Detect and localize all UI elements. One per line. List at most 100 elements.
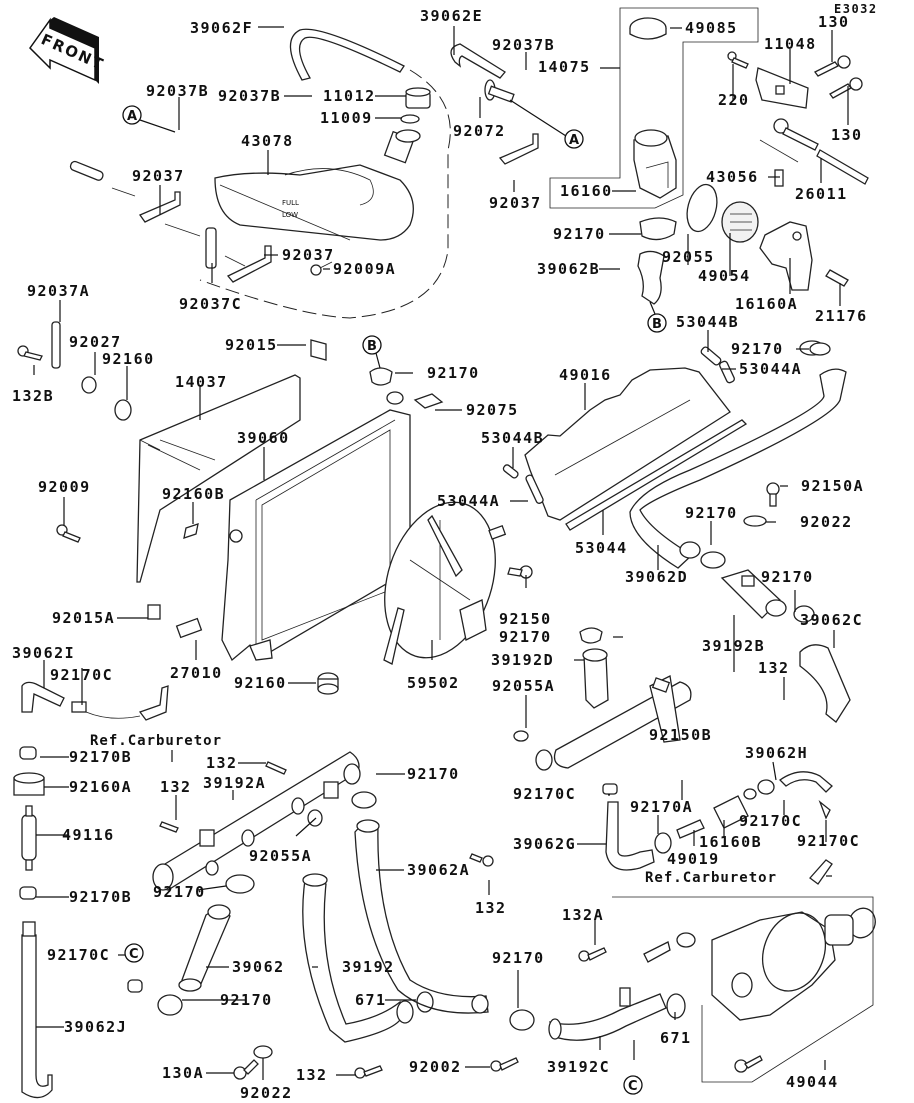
leader-lines	[33, 26, 849, 1080]
callout-16160B: 16160B	[699, 833, 762, 851]
connector-B-top: B	[362, 335, 382, 369]
callout-39062I: 39062I	[12, 644, 75, 662]
callout-49044: 49044	[786, 1073, 839, 1091]
callout-92037-b: 92037	[282, 246, 335, 264]
callout-92150A: 92150A	[801, 477, 864, 495]
callout-92170-c: 92170	[731, 340, 784, 358]
callout-92170-e: 92170	[761, 568, 814, 586]
callout-53044: 53044	[575, 539, 628, 557]
callout-26011: 26011	[795, 185, 848, 203]
callout-14075: 14075	[538, 58, 591, 76]
callout-27010: 27010	[170, 664, 223, 682]
callout-92009A: 92009A	[333, 260, 396, 278]
callout-92170A: 92170A	[630, 798, 693, 816]
callout-92150B: 92150B	[649, 726, 712, 744]
callout-92150: 92150	[499, 610, 552, 628]
callout-92037-c: 92037	[489, 194, 542, 212]
callout-39062A: 39062A	[407, 861, 470, 879]
callout-132-d: 132	[475, 899, 507, 917]
connector-C-bottom: C	[623, 1075, 643, 1095]
callout-39192B: 39192B	[702, 637, 765, 655]
callout-92037C: 92037C	[179, 295, 242, 313]
callout-132-e: 132	[296, 1066, 328, 1084]
callout-92170-j: 92170	[220, 991, 273, 1009]
water-pump-drawing	[469, 853, 876, 1083]
connector-A-right: A	[509, 99, 584, 149]
callout-92027: 92027	[69, 333, 122, 351]
callout-132B: 132B	[12, 387, 54, 405]
callout-92160-b: 92160	[234, 674, 287, 692]
callout-49016: 49016	[559, 366, 612, 384]
callout-39062G: 39062G	[513, 835, 576, 853]
callout-16160A: 16160A	[735, 295, 798, 313]
callout-92160A: 92160A	[69, 778, 132, 796]
reservoir-tank-drawing: FULL LOW	[69, 28, 451, 319]
callout-39062B: 39062B	[537, 260, 600, 278]
callout-11048: 11048	[764, 35, 817, 53]
callout-39062H: 39062H	[745, 744, 808, 762]
callout-92170-h: 92170	[153, 883, 206, 901]
svg-text:C: C	[129, 947, 139, 962]
callout-11012: 11012	[323, 87, 376, 105]
callout-16160: 16160	[560, 182, 613, 200]
left-small-parts-drawing	[13, 681, 169, 1099]
callout-39062C: 39062C	[800, 611, 863, 629]
callout-671-b: 671	[660, 1029, 692, 1047]
callout-132-a: 132	[758, 659, 790, 677]
callout-53044A-b: 53044A	[437, 492, 500, 510]
svg-text:B: B	[652, 317, 662, 332]
right-small-parts-drawing	[602, 771, 833, 885]
callout-92160B: 92160B	[162, 485, 225, 503]
callout-220: 220	[718, 91, 750, 109]
ref-carburetor-left: Ref.Carburetor	[90, 733, 222, 749]
callout-92170C-c: 92170C	[739, 812, 802, 830]
connector-A-left: A	[122, 105, 176, 133]
callout-92037B-a: 92037B	[146, 82, 209, 100]
callout-59502: 59502	[407, 674, 460, 692]
callout-92170-i: 92170	[492, 949, 545, 967]
callout-92170-a: 92170	[553, 225, 606, 243]
callout-43056: 43056	[706, 168, 759, 186]
callout-39062E: 39062E	[420, 7, 483, 25]
callout-14037: 14037	[175, 373, 228, 391]
callout-53044B-b: 53044B	[481, 429, 544, 447]
callout-92022-a: 92022	[800, 513, 853, 531]
callout-130-mid: 130	[831, 126, 863, 144]
callout-39192C: 39192C	[547, 1058, 610, 1076]
connector-B-mid: B	[647, 301, 667, 333]
callout-labels: 39062F 39062E 49085 130 11048 92037B 920…	[12, 7, 866, 1102]
callout-92055A-b: 92055A	[249, 847, 312, 865]
callout-92037B-c: 92037B	[492, 36, 555, 54]
callout-92037B-b: 92037B	[218, 87, 281, 105]
callout-130A: 130A	[162, 1064, 204, 1082]
callout-11009: 11009	[320, 109, 373, 127]
connector-C-left: C	[124, 943, 144, 963]
callout-92170C-b: 92170C	[513, 785, 576, 803]
callout-132A: 132A	[562, 906, 604, 924]
callout-39062: 39062	[232, 958, 285, 976]
callout-39192A: 39192A	[203, 774, 266, 792]
tank-full-mark: FULL	[282, 199, 299, 207]
callout-92055A-a: 92055A	[492, 677, 555, 695]
callout-49116: 49116	[62, 826, 115, 844]
callout-92015A: 92015A	[52, 609, 115, 627]
radiator-drawing	[17, 321, 533, 695]
bracket-drawing	[727, 51, 869, 185]
svg-text:A: A	[127, 109, 137, 124]
callout-53044A-a: 53044A	[739, 360, 802, 378]
callout-92170B-a: 92170B	[69, 748, 132, 766]
callout-39192: 39192	[342, 958, 395, 976]
svg-text:C: C	[628, 1079, 638, 1094]
callout-92170B-b: 92170B	[69, 888, 132, 906]
callout-92160-a: 92160	[102, 350, 155, 368]
connector-markers: A A B B C C	[122, 99, 667, 1095]
callout-92170C-e: 92170C	[47, 946, 110, 964]
callout-92170-b: 92170	[427, 364, 480, 382]
callout-49054: 49054	[698, 267, 751, 285]
diagram-code: E3032	[834, 2, 878, 16]
callout-39192D: 39192D	[491, 651, 554, 669]
callout-92170-g: 92170	[407, 765, 460, 783]
svg-text:B: B	[367, 339, 377, 354]
coolant-pipe-drawing	[152, 627, 692, 1080]
